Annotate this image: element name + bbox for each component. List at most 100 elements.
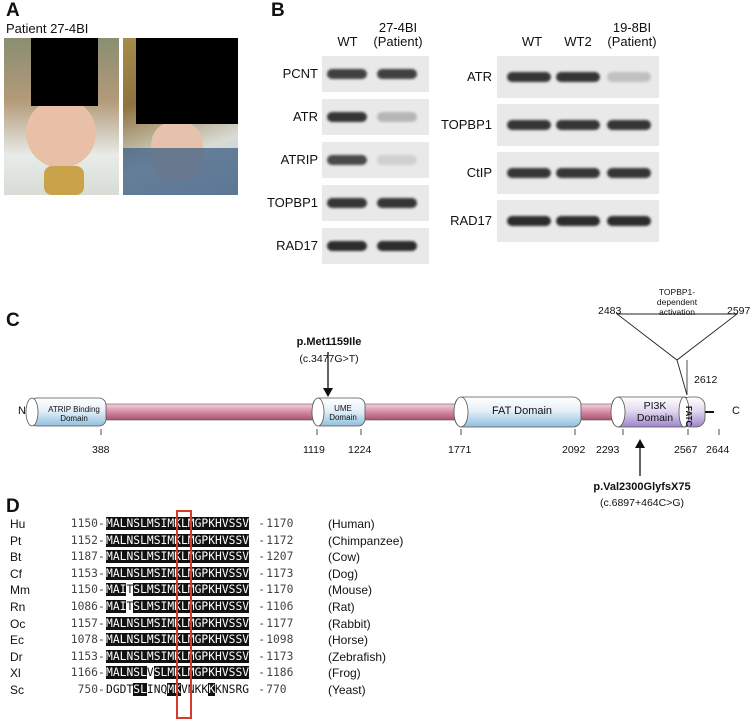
seq-start: 1150 xyxy=(70,517,98,530)
blot-band xyxy=(377,241,417,251)
blot-row-label: ATRIP xyxy=(280,152,318,167)
residue: I xyxy=(160,600,168,613)
residue: S xyxy=(228,566,236,580)
residue: D xyxy=(106,683,113,696)
seq-start: 750 xyxy=(77,683,98,696)
residue: L xyxy=(180,533,188,547)
mutation-residue-highlight-box xyxy=(176,510,192,719)
seq-end: 1170 xyxy=(266,517,294,530)
blot-band xyxy=(556,72,600,82)
residue: G xyxy=(194,633,202,647)
residue: L xyxy=(140,550,147,564)
residue: K xyxy=(201,683,209,696)
residue: S xyxy=(133,583,141,597)
atrip-domain-label-2: Domain xyxy=(60,414,88,423)
residue: G xyxy=(194,616,202,630)
pos-2597: 2597 xyxy=(727,305,751,317)
residue: L xyxy=(180,583,188,597)
residue: S xyxy=(133,633,141,647)
seq-end: 1177 xyxy=(266,616,294,630)
residue: H xyxy=(215,666,222,680)
residue: S xyxy=(235,566,243,580)
seq-dash: - xyxy=(258,533,265,547)
residue: M xyxy=(146,517,154,530)
residue: M xyxy=(167,649,175,663)
residue: A xyxy=(112,566,120,580)
residue: L xyxy=(119,633,127,647)
topbp1-label-1: TOPBP1- xyxy=(658,287,696,297)
pi3k-domain-label-2: Domain xyxy=(636,412,674,424)
residue: S xyxy=(133,683,141,696)
residue: V xyxy=(221,666,229,680)
residue: S xyxy=(228,533,236,547)
pos-2644: 2644 xyxy=(706,444,730,456)
blot-band xyxy=(507,216,551,226)
blot-band xyxy=(607,120,651,130)
seq-start: 1153 xyxy=(70,649,98,663)
residue: G xyxy=(194,517,202,530)
seq-end: 1106 xyxy=(266,600,294,613)
residue: S xyxy=(228,600,236,613)
seq-start: 1157 xyxy=(70,616,98,630)
residue: S xyxy=(133,550,141,564)
residue: S xyxy=(235,583,243,597)
blot-band xyxy=(607,168,651,178)
residue: L xyxy=(119,649,127,663)
residue: N xyxy=(126,666,134,680)
residue: L xyxy=(119,666,127,680)
residue: I xyxy=(160,566,168,580)
residue: A xyxy=(112,533,120,547)
seq-end: 1186 xyxy=(266,666,294,680)
residue: S xyxy=(228,649,236,663)
residue: S xyxy=(133,649,141,663)
residue: S xyxy=(133,600,141,613)
residue: V xyxy=(242,533,250,547)
seq-residues: MALNSLVSLMKLMGPKHVSSV xyxy=(106,665,250,681)
blot-band xyxy=(377,69,417,79)
residue: S xyxy=(228,583,236,597)
seq-dash: - xyxy=(98,583,105,597)
blot-band xyxy=(507,72,551,82)
blot-band xyxy=(556,120,600,130)
residue: H xyxy=(215,600,222,613)
residue: A xyxy=(112,666,120,680)
residue: M xyxy=(146,600,154,613)
mutation-1-protein: p.Met1159Ile xyxy=(296,336,362,348)
residue: S xyxy=(133,533,141,547)
residue: V xyxy=(242,550,250,564)
residue: L xyxy=(140,649,147,663)
residue: L xyxy=(140,517,147,530)
seq-dash: - xyxy=(98,550,105,564)
residue: M xyxy=(146,566,154,580)
residue: M xyxy=(167,533,175,547)
blot-band xyxy=(377,155,417,165)
fatc-domain xyxy=(678,396,706,428)
residue: G xyxy=(242,683,250,696)
residue: V xyxy=(242,600,250,613)
residue: M xyxy=(106,666,113,680)
residue: M xyxy=(167,616,175,630)
residue: L xyxy=(140,633,147,647)
blot-left-col-wt: WT xyxy=(337,34,358,49)
residue: V xyxy=(180,683,188,696)
residue: G xyxy=(194,583,202,597)
residue: M xyxy=(146,583,154,597)
residue: S xyxy=(235,550,243,564)
residue: Q xyxy=(160,683,168,696)
residue: R xyxy=(235,683,243,696)
blot-left-col-patient: (Patient) xyxy=(373,34,423,49)
species-name: (Human) xyxy=(328,517,375,531)
seq-start: 1078 xyxy=(70,633,98,647)
residue: P xyxy=(201,583,209,597)
species-name: (Rabbit) xyxy=(328,616,371,631)
residue: M xyxy=(167,550,175,564)
n-terminus: N xyxy=(18,405,26,417)
residue: S xyxy=(133,616,141,630)
residue: M xyxy=(146,633,154,647)
residue: S xyxy=(153,666,161,680)
residue: L xyxy=(119,517,127,530)
residue: M xyxy=(106,517,113,530)
residue: A xyxy=(112,583,120,597)
seq-residues: MALNSLMSIMKLMGPKHVSSV xyxy=(106,649,250,665)
